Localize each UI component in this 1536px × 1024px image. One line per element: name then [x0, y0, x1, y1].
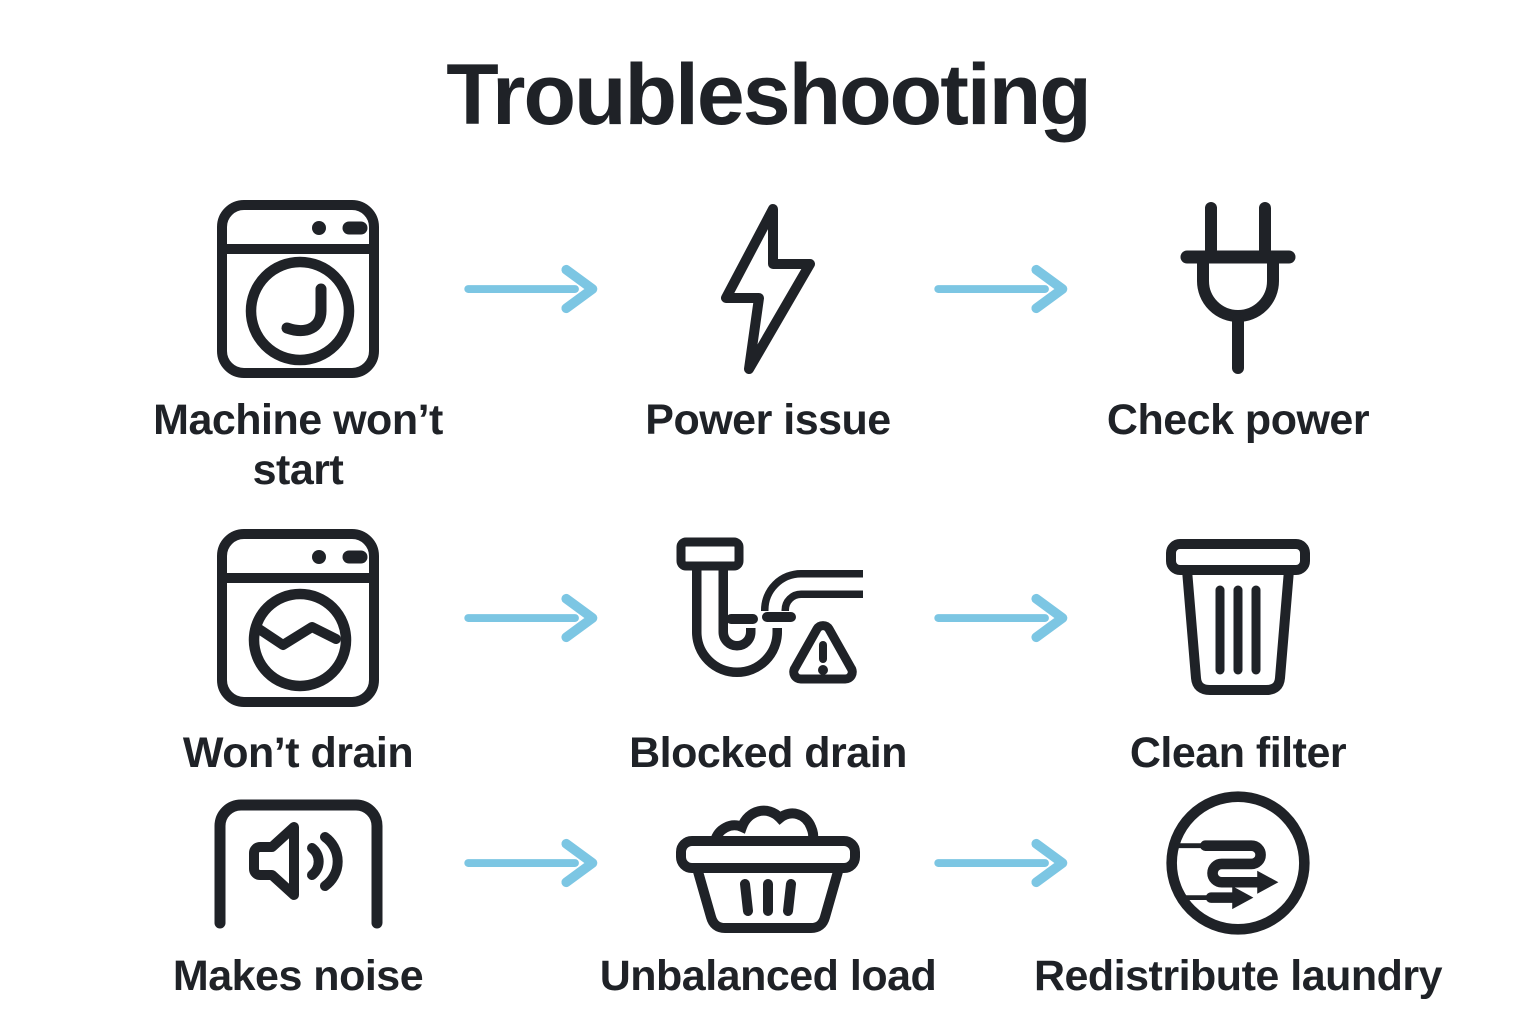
right-arrow-icon: [933, 586, 1073, 650]
step-label: Unbalanced load: [599, 951, 937, 1000]
washing-machine-water-icon: [216, 522, 380, 714]
step-wont-drain: Won’t drain: [133, 522, 463, 779]
step-label: Makes noise: [172, 951, 424, 1000]
flow-row-machine-wont-start: Machine won’t start Power issue: [0, 197, 1536, 496]
trash-bin-icon: [1163, 522, 1313, 714]
step-makes-noise: Makes noise: [133, 789, 463, 1002]
step-blocked-drain: Blocked drain: [603, 522, 933, 779]
step-label: Clean filter: [1129, 729, 1347, 778]
step-check-power: Check power: [1073, 197, 1403, 446]
washing-machine-icon: [216, 197, 380, 381]
step-label: Machine won’t start: [153, 395, 443, 495]
page-title: Troubleshooting: [446, 47, 1092, 143]
step-label: Power issue: [645, 395, 891, 444]
right-arrow-icon: [933, 257, 1073, 321]
step-label: Redistribute laundry: [1033, 951, 1443, 1000]
lightning-bolt-icon: [712, 197, 824, 381]
step-label: Won’t drain: [182, 729, 414, 778]
right-arrow-icon: [463, 257, 603, 321]
flow-row-wont-drain: Won’t drain: [0, 522, 1536, 779]
machine-noise-speaker-icon: [211, 789, 386, 937]
step-power-issue: Power issue: [603, 197, 933, 446]
step-label: Blocked drain: [629, 729, 907, 778]
right-arrow-icon: [463, 586, 603, 650]
laundry-basket-icon: [668, 789, 868, 937]
redistribute-arrows-icon: [1163, 789, 1313, 937]
right-arrow-icon: [933, 831, 1073, 895]
step-redistribute-laundry: Redistribute laundry: [1034, 789, 1443, 1002]
step-label: Check power: [1106, 395, 1370, 444]
troubleshooting-flowchart: Machine won’t start Power issue: [0, 143, 1536, 1002]
step-unbalanced-load: Unbalanced load: [600, 789, 937, 1002]
right-arrow-icon: [463, 831, 603, 895]
step-machine-wont-start: Machine won’t start: [133, 197, 463, 496]
step-clean-filter: Clean filter: [1073, 522, 1403, 779]
power-plug-icon: [1163, 197, 1313, 381]
flow-row-makes-noise: Makes noise Unbalanced load: [0, 789, 1536, 1002]
blocked-drain-pipe-icon: [661, 522, 876, 714]
